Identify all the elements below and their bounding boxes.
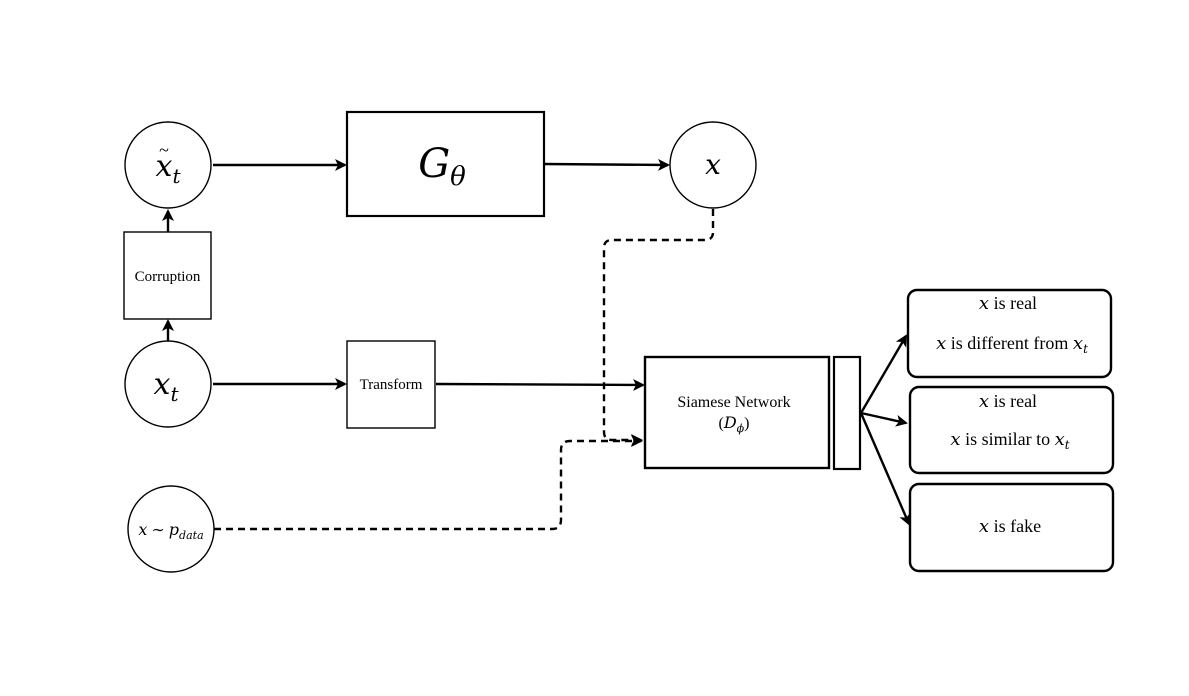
output-real-different: x is real x is different from xt xyxy=(906,288,1113,379)
node-x-t-base: x xyxy=(154,367,171,402)
edge-x-dashed-to-siamese xyxy=(602,209,715,446)
edge-to-output-real-different xyxy=(859,334,908,414)
node-x-sim-pdata: x∼ pdata xyxy=(127,485,215,573)
siamese-label-base: D xyxy=(723,413,737,432)
generator-sub: θ xyxy=(450,162,466,192)
out3-line1-var: x xyxy=(979,516,989,537)
node-x-tilde-t-sub: t xyxy=(172,164,181,188)
svg-text:x is real: x is real xyxy=(979,391,1037,412)
out1-line2-text: is different from xyxy=(946,333,1073,353)
node-corruption: Corruption xyxy=(123,231,212,320)
out1-line1-text: is real xyxy=(989,293,1037,313)
svg-text:Gθ: Gθ xyxy=(418,141,466,192)
out2-line1-text: is real xyxy=(989,391,1037,411)
output-real-similar: x is real x is similar to xt xyxy=(908,385,1115,475)
out1-line2-var: x xyxy=(936,333,946,354)
siamese-label-sub: ϕ xyxy=(737,422,745,435)
pdata-sim: ∼ xyxy=(151,522,164,539)
out2-line1-var: x xyxy=(979,391,989,412)
out2-line2-text: is similar to xyxy=(961,429,1055,449)
svg-text:x∼pdata: x∼ pdata xyxy=(138,520,203,542)
svg-text:xt: xt xyxy=(156,149,182,188)
out1-line2-end-sub: t xyxy=(1083,342,1088,356)
edge-generator-to-x xyxy=(543,158,670,171)
node-x-tilde-t: xt ~ xyxy=(124,121,212,209)
svg-text:x is different from xt: x is different from xt xyxy=(936,333,1088,356)
node-transform: Transform xyxy=(346,340,436,429)
tilde-accent: ~ xyxy=(159,140,169,160)
transform-label: Transform xyxy=(360,377,423,393)
siamese-label-line1: Siamese Network xyxy=(677,394,790,411)
node-x-tilde-t-base: x xyxy=(156,149,173,184)
out2-line2-var: x xyxy=(950,429,960,450)
corruption-label: Corruption xyxy=(135,269,201,285)
svg-text:xt: xt xyxy=(154,367,180,406)
out2-line2-end-sub: t xyxy=(1065,438,1070,452)
edge-to-output-real-similar xyxy=(860,411,908,427)
edge-transform-to-siamese xyxy=(435,378,645,391)
pdata-base: p xyxy=(169,520,179,539)
out1-line2-end-base: x xyxy=(1073,333,1083,354)
pdata-sub: data xyxy=(179,529,204,542)
node-generator: Gθ xyxy=(345,110,546,218)
node-x-t-sub: t xyxy=(170,382,179,406)
node-x-t: xt xyxy=(124,340,212,428)
pdata-var: x xyxy=(138,520,147,539)
node-siamese-network: Siamese Network (Dϕ) xyxy=(643,355,831,470)
node-x-output: x xyxy=(669,121,757,209)
out1-line1-var: x xyxy=(979,293,989,314)
generator-base: G xyxy=(418,141,450,187)
node-x-output-label: x xyxy=(705,148,721,181)
siamese-output-head xyxy=(832,355,862,471)
svg-text:x is fake: x is fake xyxy=(979,516,1041,537)
out3-line1-text: is fake xyxy=(989,516,1041,536)
edge-pdata-dashed-to-siamese xyxy=(214,435,643,531)
edge-to-output-fake xyxy=(859,412,911,526)
svg-text:x is real: x is real xyxy=(979,293,1037,314)
svg-text:(Dϕ): (Dϕ) xyxy=(719,413,750,435)
output-fake: x is fake xyxy=(908,482,1115,573)
svg-text:x is similar to xt: x is similar to xt xyxy=(950,429,1069,452)
out2-line2-end-base: x xyxy=(1055,429,1065,450)
